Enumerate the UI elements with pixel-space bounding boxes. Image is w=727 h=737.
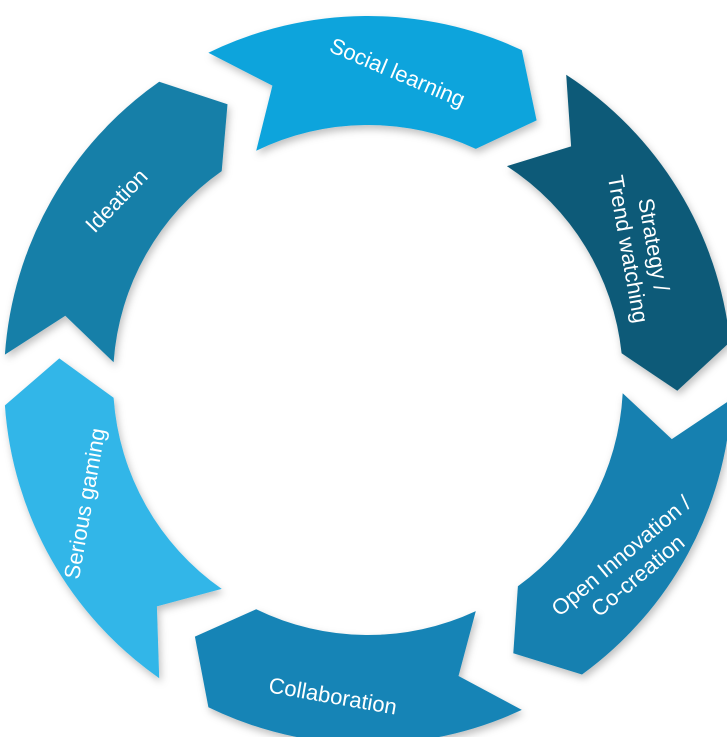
- open-innovation-segment: [513, 393, 727, 675]
- ideation-segment: [4, 81, 228, 363]
- collaboration-segment: [194, 609, 522, 737]
- serious-gaming-segment: [4, 358, 222, 679]
- cycle-segments: [4, 15, 727, 737]
- strategy-segment: [506, 74, 727, 391]
- social-learning-segment: [208, 15, 537, 151]
